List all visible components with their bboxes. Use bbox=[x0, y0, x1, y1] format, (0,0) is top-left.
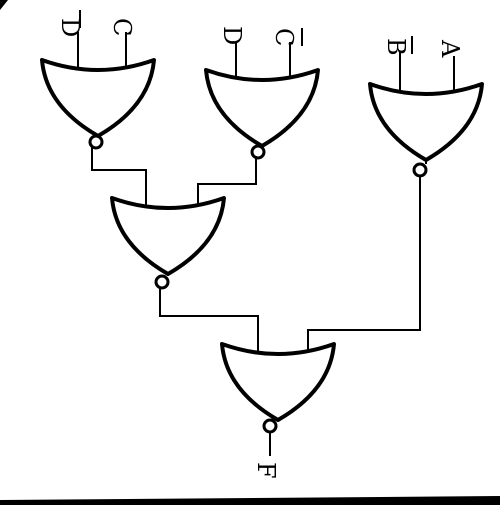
input-label-c-bar-g2: C bbox=[270, 28, 298, 46]
input-label-d-g2: D bbox=[218, 26, 246, 45]
wire-g2-to-g4 bbox=[197, 156, 257, 208]
input-label-b-bar-g3: B bbox=[382, 38, 410, 56]
inversion-bubble bbox=[250, 144, 266, 160]
input-label-a-g3: A bbox=[436, 39, 464, 58]
nor-gate-4 bbox=[110, 196, 226, 290]
wire-g1-to-g4 bbox=[91, 146, 147, 206]
wire-g4-to-g5 bbox=[159, 288, 259, 354]
input-label-d-bar-g1: D bbox=[56, 18, 84, 37]
inversion-bubble bbox=[88, 134, 104, 150]
inversion-bubble bbox=[154, 274, 170, 290]
output-label-f: F bbox=[252, 462, 280, 479]
nor-gate-1 bbox=[40, 58, 156, 150]
inversion-bubble bbox=[262, 418, 278, 434]
nor-gate-2 bbox=[204, 68, 320, 160]
wire-g3-to-g5 bbox=[307, 176, 421, 352]
output-node bbox=[412, 162, 428, 178]
input-label-c-g1: C bbox=[108, 18, 136, 36]
